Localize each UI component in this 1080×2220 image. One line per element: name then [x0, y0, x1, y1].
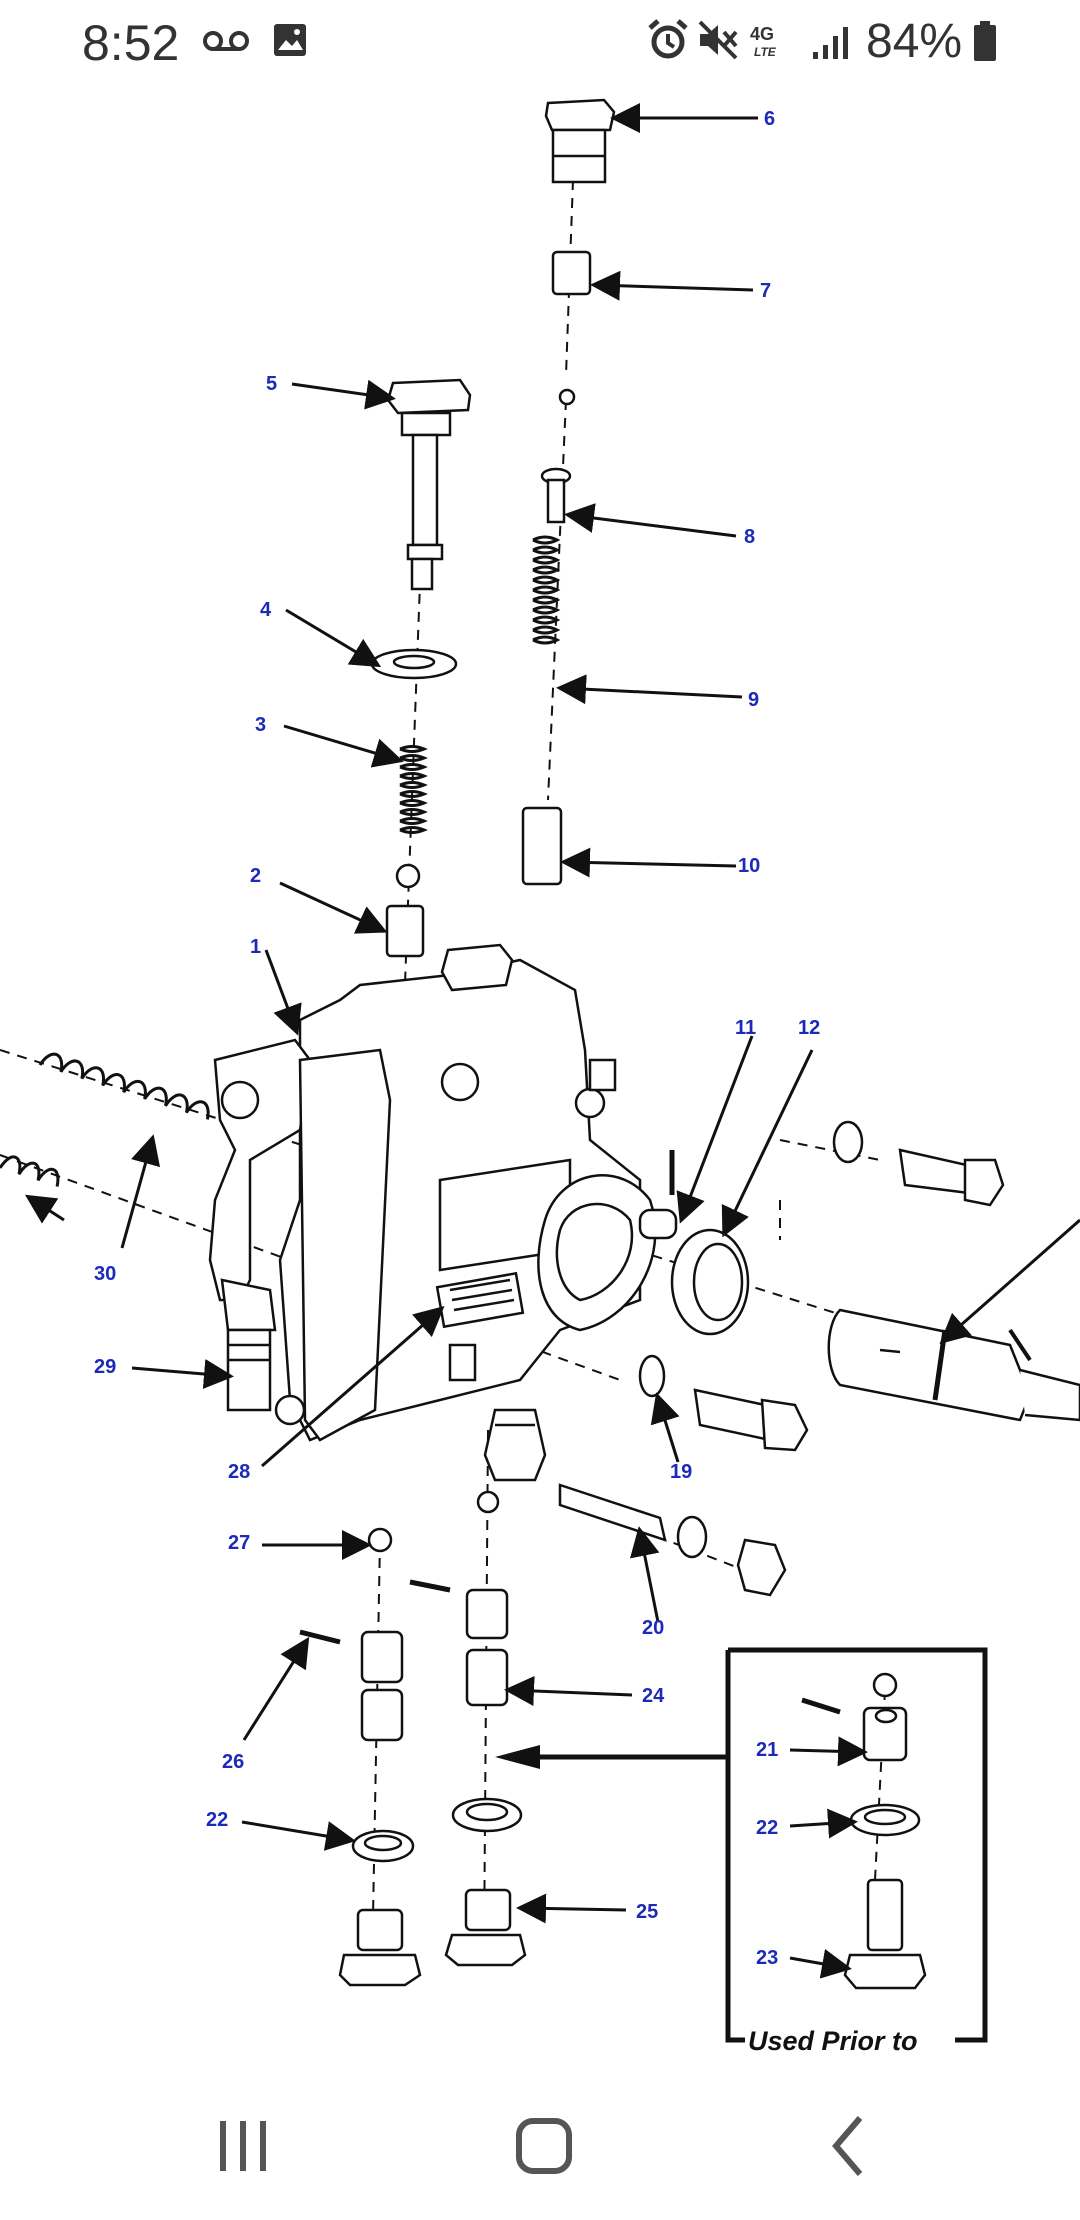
status-bar: 8:52 4G LTE 84%: [0, 0, 1080, 86]
svg-text:LTE: LTE: [754, 45, 777, 59]
bolt-upper-right: [832, 1120, 1005, 1207]
label-20: 20: [642, 1617, 664, 1639]
signal-icon: [813, 27, 848, 59]
part-9-spring: [532, 535, 561, 645]
status-time: 8:52: [82, 15, 180, 71]
label-30: 30: [94, 1263, 116, 1285]
part-27-ball: [367, 1527, 393, 1553]
bolt-lower: [693, 1388, 809, 1452]
part-7-seat: [551, 250, 592, 296]
label-19: 19: [670, 1461, 692, 1483]
inset-box: [725, 1647, 988, 2043]
label-11: 11: [735, 1017, 756, 1039]
leader-arrows: [24, 103, 1080, 1979]
part-30-spring: [0, 1052, 210, 1187]
back-button[interactable]: [788, 2096, 908, 2196]
label-8: 8: [744, 526, 755, 548]
part-1-body: [208, 943, 657, 1442]
gallery-icon: [274, 24, 306, 56]
part-11-pin: [638, 1208, 678, 1240]
parts-diagram: 6 7 5 8 4 9 3 10 2 1 11 12 30 29 28 19 2…: [0, 98, 1080, 2056]
left-valve-body: [360, 1630, 404, 1742]
part-26-pin: [299, 1629, 341, 1645]
network-4g-icon: 4G LTE: [750, 24, 777, 59]
label-3: 3: [255, 714, 266, 736]
label-28: 28: [228, 1461, 250, 1483]
inset-parts: [801, 1672, 927, 1990]
part-29-fitting: [220, 1278, 277, 1412]
svg-text:4G: 4G: [750, 24, 774, 44]
lower-plug: [483, 1408, 547, 1482]
recent-apps-icon: [220, 2121, 266, 2171]
label-25: 25: [636, 1901, 658, 1923]
part-24-valve-body: [409, 1579, 509, 1707]
navigation-bar: [0, 2076, 1080, 2220]
part-22-washer-left: [351, 1829, 415, 1863]
part-12-seal: [670, 1228, 750, 1336]
assembly-drawing: [0, 98, 1080, 2043]
back-icon: [832, 2116, 863, 2176]
inset-arrow: [495, 1745, 728, 1769]
part-25-plug: [444, 1888, 527, 1967]
label-7: 7: [760, 280, 771, 302]
home-button[interactable]: [484, 2096, 604, 2196]
label-2: 2: [250, 865, 261, 887]
bottom-plug-left: [338, 1908, 422, 1987]
part-4-washer: [370, 648, 458, 680]
label-9: 9: [748, 689, 759, 711]
label-12: 12: [798, 1017, 820, 1039]
alarm-icon: [648, 19, 688, 59]
label-1: 1: [250, 936, 261, 958]
mute-icon: [698, 20, 738, 60]
label-10: 10: [738, 855, 760, 877]
part-6-plug: [544, 98, 616, 184]
label-22-inset: 22: [756, 1817, 778, 1839]
label-6: 6: [764, 108, 775, 130]
home-icon: [516, 2118, 572, 2174]
part-3-spring: [399, 745, 428, 834]
part-19-washer: [638, 1354, 666, 1398]
label-24: 24: [642, 1685, 665, 1707]
battery-icon: [974, 21, 996, 61]
voicemail-icon: [203, 31, 249, 51]
recent-apps-button[interactable]: [183, 2096, 303, 2196]
inset-caption: Used Prior to: [748, 2026, 918, 2056]
part-20-pin: [558, 1483, 787, 1597]
label-23: 23: [756, 1947, 778, 1969]
part-22-washer-right: [451, 1797, 523, 1833]
label-5: 5: [266, 373, 277, 395]
battery-percent: 84%: [866, 15, 963, 68]
shaft: [827, 1308, 1080, 1422]
label-27: 27: [228, 1532, 250, 1554]
part-5-bolt: [386, 378, 472, 591]
label-4: 4: [260, 599, 272, 621]
part-labels: 6 7 5 8 4 9 3 10 2 1 11 12 30 29 28 19 2…: [94, 108, 820, 1969]
label-21: 21: [756, 1739, 778, 1761]
label-29: 29: [94, 1356, 116, 1378]
part-2-seat: [385, 904, 425, 958]
part-8-valve: [540, 467, 572, 524]
label-26: 26: [222, 1751, 244, 1773]
label-22-left: 22: [206, 1809, 228, 1831]
part-10-sleeve: [521, 806, 563, 886]
